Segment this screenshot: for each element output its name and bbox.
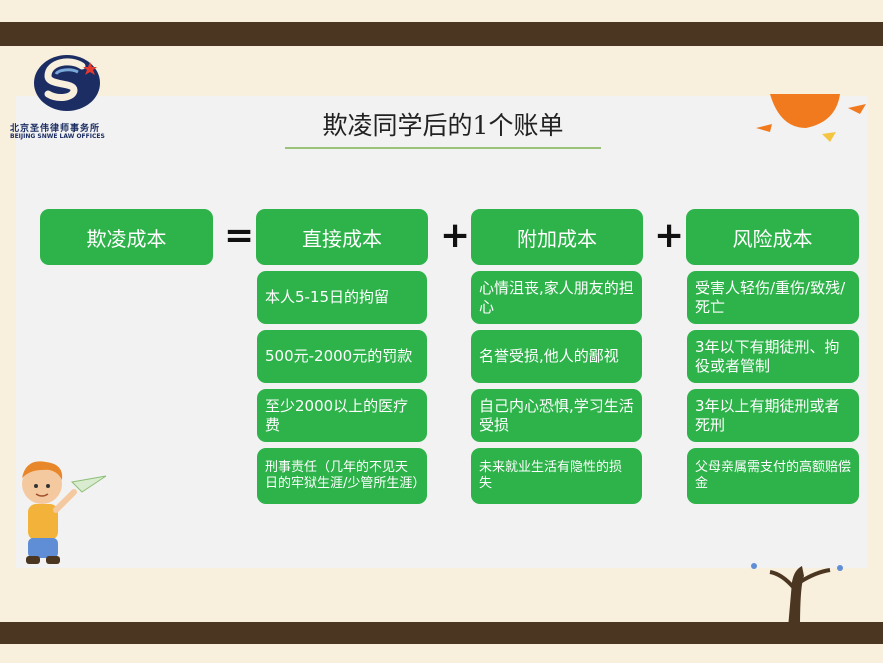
additional-cost-item: 名誉受损,他人的鄙视 [471,330,642,383]
risk-cost-item: 受害人轻伤/重伤/致残/死亡 [687,271,859,324]
top-frame-bar [0,22,883,46]
direct-cost-item: 刑事责任（几年的不见天日的牢狱生涯/少管所生涯） [257,448,427,504]
bottom-frame-bar [0,622,883,644]
direct-cost-item: 500元-2000元的罚款 [257,330,427,383]
tree-decoration-icon [751,563,843,628]
direct-cost-item: 本人5-15日的拘留 [257,271,427,324]
additional-cost-item: 心情沮丧,家人朋友的担心 [471,271,642,324]
plus-sign-2: + [654,215,685,256]
direct-cost-header: 直接成本 [256,209,428,265]
law-firm-logo-icon [34,55,100,111]
risk-cost-item: 3年以下有期徒刑、拘役或者管制 [687,330,859,383]
plus-sign-1: + [440,215,471,256]
additional-cost-item: 自己内心恐惧,学习生活受损 [471,389,642,442]
sun-decoration-icon [756,94,866,142]
risk-cost-item: 3年以上有期徒刑或者死刑 [687,389,859,442]
title-underline [285,147,601,149]
risk-cost-item: 父母亲属需支付的高额赔偿金 [687,448,859,504]
risk-cost-header: 风险成本 [686,209,859,265]
equals-sign: = [224,215,255,256]
direct-cost-item: 至少2000以上的医疗费 [257,389,427,442]
additional-cost-header: 附加成本 [471,209,643,265]
additional-cost-item: 未来就业生活有隐性的损失 [471,448,642,504]
law-firm-name-en: BEIJING SNWE LAW OFFICES [10,133,105,140]
total-cost-box: 欺凌成本 [40,209,213,265]
page-title: 欺凌同学后的1个账单 [322,111,564,140]
law-firm-name-cn: 北京圣伟律师事务所 [10,124,101,134]
boy-paper-plane-illustration-icon [22,461,107,564]
